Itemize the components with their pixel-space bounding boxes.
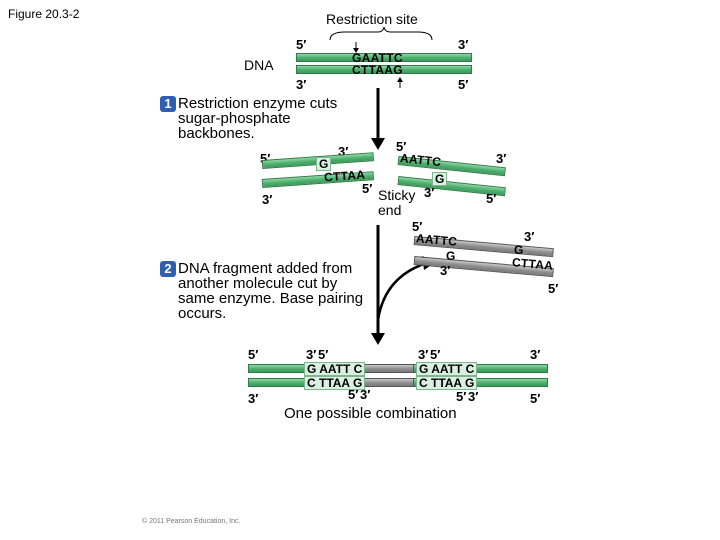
sticky-end-label: Sticky end (378, 187, 416, 218)
combined-three-prime-left-bottom: 3′ (248, 391, 259, 406)
restriction-site-label: Restriction site (326, 11, 418, 27)
combined-five-prime-d: 5′ (456, 389, 467, 404)
combined-three-prime-a: 3′ (306, 347, 317, 362)
figure-label: Figure 20.3-2 (8, 7, 80, 21)
other-three-prime-bottom: 3′ (440, 263, 451, 278)
frag-left-three-prime: 3′ (338, 144, 349, 159)
top-three-prime-left: 3′ (296, 77, 307, 92)
frag-right-lower-seq: G (432, 172, 448, 186)
top-seq-lower: CTTAAG (352, 63, 403, 77)
step2-badge: 2 (160, 261, 176, 277)
top-five-prime: 5′ (296, 37, 307, 52)
cut-arrow-bottom-head (397, 77, 403, 82)
top-five-prime-right: 5′ (458, 77, 469, 92)
combined-right-lower-seq: C TTAA G (416, 376, 478, 390)
copyright-notice: © 2011 Pearson Education, Inc. (142, 518, 241, 525)
frag-left-three-prime-bottom: 3′ (262, 192, 273, 207)
step1-arrow-head (371, 138, 385, 150)
frag-left-upper-seq: G (316, 157, 332, 171)
other-upper-seq: AATTC (415, 231, 458, 249)
dna-label: DNA (244, 57, 274, 73)
frag-left-five-prime: 5′ (260, 151, 271, 166)
combined-left-lower-seq: C TTAA G (304, 376, 366, 390)
frag-left-lower-seq: CTTAA (323, 167, 366, 185)
combined-three-prime-b: 3′ (418, 347, 429, 362)
cut-arrow-top-head (353, 48, 359, 53)
other-right-g-seq: G (514, 243, 524, 257)
step2-text: DNA fragment added from another molecule… (178, 260, 364, 322)
combined-five-prime-a: 5′ (318, 347, 329, 362)
combined-five-prime-b: 5′ (430, 347, 441, 362)
frag-right-five-prime: 5′ (396, 139, 407, 154)
top-dna-lower-strand (296, 65, 472, 74)
combined-three-prime-c: 3′ (360, 387, 371, 402)
combined-five-prime-c: 5′ (348, 387, 359, 402)
top-seq-upper: GAATTC (352, 51, 403, 65)
other-lower-right-seq: CTTAA (511, 255, 554, 273)
combination-caption: One possible combination (284, 405, 457, 422)
frag-right-three-prime: 3′ (496, 151, 507, 166)
top-dna-upper-strand (296, 53, 472, 62)
frag-left-five-prime-bottom: 5′ (362, 181, 373, 196)
combined-three-prime-d: 3′ (468, 389, 479, 404)
top-three-prime: 3′ (458, 37, 469, 52)
combined-five-prime-right-bottom: 5′ (530, 391, 541, 406)
curved-arrow (376, 260, 431, 321)
combined-left-upper-seq: G AATT C (304, 362, 366, 376)
step2-arrow-head (371, 333, 385, 345)
combined-five-prime-left: 5′ (248, 347, 259, 362)
other-mid-seq: G (446, 249, 456, 263)
step1-badge: 1 (160, 96, 176, 112)
frag-right-five-prime-bottom: 5′ (486, 191, 497, 206)
combined-right-upper-seq: G AATT C (416, 362, 478, 376)
other-three-prime: 3′ (524, 229, 535, 244)
restriction-site-brace (329, 26, 433, 41)
step1-text: Restriction enzyme cuts sugar-phosphate … (178, 95, 338, 142)
combined-three-prime-right: 3′ (530, 347, 541, 362)
other-five-prime-bottom: 5′ (548, 281, 559, 296)
frag-right-three-prime-bottom: 3′ (424, 185, 435, 200)
other-five-prime: 5′ (412, 219, 423, 234)
